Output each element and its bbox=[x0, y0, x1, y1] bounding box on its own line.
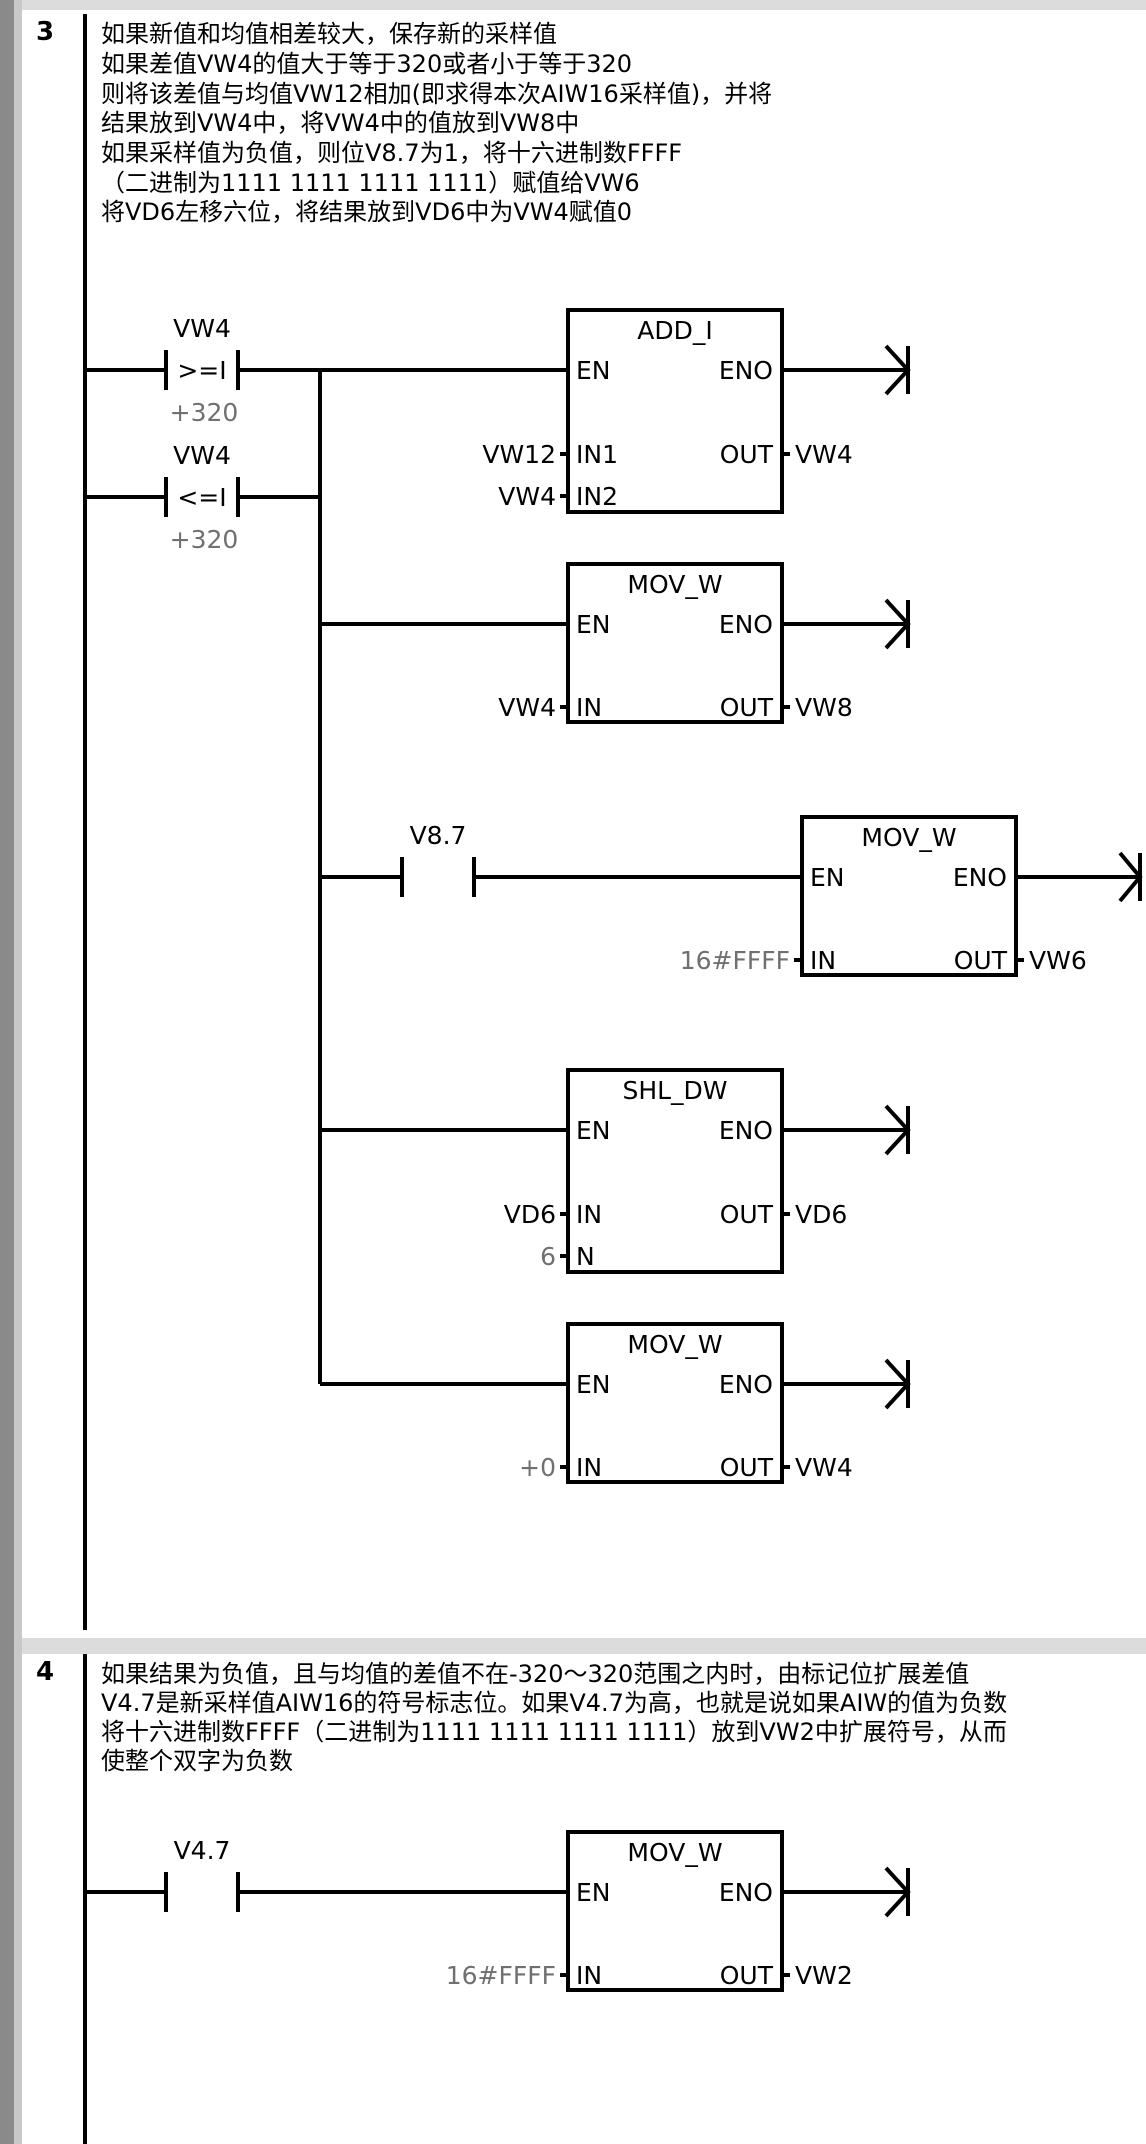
en-pin-label: EN bbox=[576, 1878, 611, 1907]
out-operand: VW4 bbox=[795, 1453, 853, 1482]
out-operand: VW2 bbox=[795, 1961, 853, 1990]
eno-pin-label: ENO bbox=[719, 1878, 773, 1907]
contact-operand: VW4 bbox=[173, 441, 231, 470]
contact-symbol: <=I bbox=[177, 483, 226, 512]
contact-v4-7[interactable]: V4.7 bbox=[85, 1836, 568, 1912]
out-operand: VD6 bbox=[795, 1200, 847, 1229]
block-title: SHL_DW bbox=[622, 1076, 727, 1105]
out-pin-label: OUT bbox=[720, 1200, 774, 1229]
network-4-header-bar bbox=[22, 1638, 1146, 1654]
eno-pin-label: ENO bbox=[719, 1370, 773, 1399]
block-box bbox=[566, 1322, 784, 1484]
out-pin-label: OUT bbox=[954, 946, 1008, 975]
network-3-comment: 如果新值和均值相差较大，保存新的采样值 如果差值VW4的值大于等于320或者小于… bbox=[101, 20, 772, 226]
in-pin-label: IN bbox=[576, 1453, 602, 1482]
block-title: MOV_W bbox=[627, 1330, 722, 1359]
add-i-block[interactable]: ADD_I EN ENO IN1 IN2 OUT VW12 VW4 VW4 bbox=[482, 308, 911, 514]
coil-end-arrow bbox=[884, 1358, 911, 1410]
n-operand: 6 bbox=[540, 1242, 556, 1271]
out-pin-label: OUT bbox=[720, 693, 774, 722]
block-box bbox=[800, 815, 1018, 977]
contact-operand: V4.7 bbox=[174, 1836, 231, 1865]
mov-w-block[interactable]: MOV_W EN ENO IN OUT 16#FFFF VW6 bbox=[680, 815, 1143, 977]
mov-w-block[interactable]: MOV_W EN ENO IN OUT 16#FFFF VW2 bbox=[446, 1830, 911, 1992]
block-box bbox=[566, 308, 784, 514]
eno-pin-label: ENO bbox=[953, 863, 1007, 892]
eno-pin-label: ENO bbox=[719, 1116, 773, 1145]
contact-operand: V8.7 bbox=[410, 821, 467, 850]
block-title: MOV_W bbox=[627, 1838, 722, 1867]
in1-pin-label: IN1 bbox=[576, 440, 618, 469]
in-pin-label: IN bbox=[576, 1200, 602, 1229]
en-pin-label: EN bbox=[576, 610, 611, 639]
eno-pin-label: ENO bbox=[719, 610, 773, 639]
block-title: MOV_W bbox=[627, 570, 722, 599]
out-operand: VW6 bbox=[1029, 946, 1087, 975]
network-4-number[interactable]: 4 bbox=[36, 1657, 54, 1687]
coil-end-arrow bbox=[884, 344, 911, 396]
in-pin-label: IN bbox=[576, 693, 602, 722]
contact-symbol: >=I bbox=[177, 356, 226, 385]
comment-line: 如果采样值为负值，则位V8.7为1，将十六进制数FFFF bbox=[101, 139, 682, 167]
network-3-number[interactable]: 3 bbox=[36, 17, 54, 47]
out-pin-label: OUT bbox=[720, 1961, 774, 1990]
mov-w-block[interactable]: MOV_W EN ENO IN OUT +0 VW4 bbox=[519, 1322, 911, 1484]
out-operand: VW4 bbox=[795, 440, 853, 469]
in-operand: 16#FFFF bbox=[680, 946, 790, 975]
en-pin-label: EN bbox=[576, 1116, 611, 1145]
out-pin-label: OUT bbox=[720, 1453, 774, 1482]
coil-end-arrow bbox=[884, 1104, 911, 1156]
in-operand: VW4 bbox=[498, 693, 556, 722]
network-3: 3 如果新值和均值相差较大，保存新的采样值 如果差值VW4的值大于等于320或者… bbox=[36, 14, 1143, 1630]
out-pin-label: OUT bbox=[720, 440, 774, 469]
network-4-comment: 如果结果为负值，且与均值的差值不在-320～320范围之内时，由标记位扩展差值 … bbox=[101, 1660, 1007, 1775]
in1-operand: VW12 bbox=[482, 440, 556, 469]
coil-end-arrow bbox=[1118, 851, 1143, 903]
in-pin-label: IN bbox=[576, 1961, 602, 1990]
contact-param: +320 bbox=[170, 398, 239, 427]
in-operand: 16#FFFF bbox=[446, 1961, 556, 1990]
coil-end-arrow bbox=[884, 598, 911, 650]
comment-line: 如果新值和均值相差较大，保存新的采样值 bbox=[101, 20, 557, 48]
comment-line: 如果结果为负值，且与均值的差值不在-320～320范围之内时，由标记位扩展差值 bbox=[101, 1660, 969, 1688]
in-operand: VD6 bbox=[504, 1200, 556, 1229]
comment-line: 如果差值VW4的值大于等于320或者小于等于320 bbox=[101, 50, 632, 78]
comment-line: 结果放到VW4中，将VW4中的值放到VW8中 bbox=[101, 109, 579, 137]
comment-line: V4.7是新采样值AIW16的符号标志位。如果V4.7为高，也就是说如果AIW的… bbox=[101, 1689, 1007, 1717]
n-pin-label: N bbox=[576, 1242, 595, 1271]
in2-operand: VW4 bbox=[498, 482, 556, 511]
block-title: MOV_W bbox=[861, 823, 956, 852]
in-pin-label: IN bbox=[810, 946, 836, 975]
shl-dw-block[interactable]: SHL_DW EN ENO IN N OUT VD6 6 VD6 bbox=[504, 1068, 911, 1274]
contact-compare-ge[interactable]: >=I VW4 +320 bbox=[85, 314, 320, 427]
comment-line: （二进制为1111 1111 1111 1111）赋值给VW6 bbox=[101, 169, 640, 197]
en-pin-label: EN bbox=[576, 356, 611, 385]
en-pin-label: EN bbox=[576, 1370, 611, 1399]
contact-param: +320 bbox=[170, 525, 239, 554]
contact-v8-7[interactable]: V8.7 bbox=[320, 821, 802, 897]
gutter-edge bbox=[14, 0, 22, 2144]
in2-pin-label: IN2 bbox=[576, 482, 618, 511]
block-box bbox=[566, 562, 784, 724]
network-3-header-bar bbox=[22, 0, 1146, 10]
comment-line: 则将该差值与均值VW12相加(即求得本次AIW16采样值)，并将 bbox=[101, 80, 772, 108]
comment-line: 使整个双字为负数 bbox=[101, 1747, 293, 1775]
block-box bbox=[566, 1068, 784, 1274]
contact-operand: VW4 bbox=[173, 314, 231, 343]
coil-end-arrow bbox=[884, 1866, 911, 1918]
comment-line: 将十六进制数FFFF（二进制为1111 1111 1111 1111）放到VW2… bbox=[101, 1718, 1007, 1746]
network-4: 4 如果结果为负值，且与均值的差值不在-320～320范围之内时，由标记位扩展差… bbox=[36, 1654, 1007, 2144]
left-gutter bbox=[0, 0, 14, 2144]
en-pin-label: EN bbox=[810, 863, 845, 892]
mov-w-block[interactable]: MOV_W EN ENO IN OUT VW4 VW8 bbox=[498, 562, 911, 724]
comment-line: 将VD6左移六位，将结果放到VD6中为VW4赋值0 bbox=[101, 198, 632, 226]
in-operand: +0 bbox=[519, 1453, 556, 1482]
block-box bbox=[566, 1830, 784, 1992]
contact-compare-le[interactable]: <=I VW4 +320 bbox=[85, 441, 320, 554]
out-operand: VW8 bbox=[795, 693, 853, 722]
block-title: ADD_I bbox=[637, 316, 712, 345]
eno-pin-label: ENO bbox=[719, 356, 773, 385]
